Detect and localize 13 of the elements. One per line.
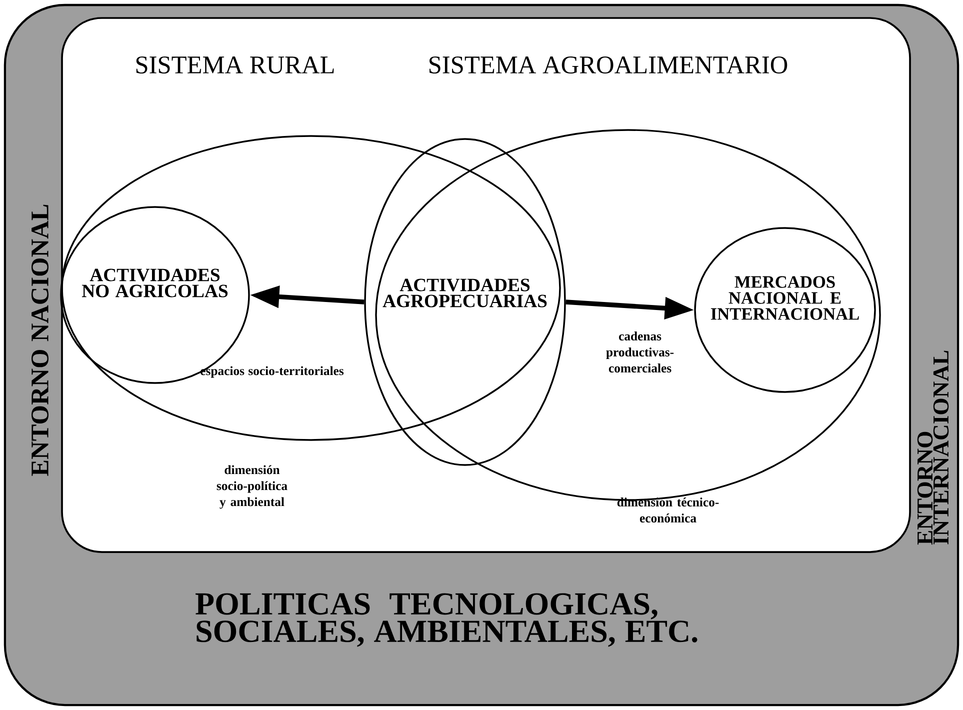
region-label: espacios socio-territoriales: [200, 366, 344, 378]
circle-label: MERCADOS NACIONAL E INTERNACIONAL: [710, 276, 859, 320]
system-title: SISTEMA RURAL: [136, 56, 334, 74]
policy-heading: POLITICAS TECNOLOGICAS, SOCIALES, AMBIENTALES, ETC.: [196, 593, 698, 647]
panel-background: [61, 17, 911, 553]
frame-label: ENTORNO INTERNACIONAL: [917, 350, 949, 545]
circle-label: ACTIVIDADES NO AGRICOLAS: [82, 268, 228, 298]
region-label: cadenas productivas-comerciales: [606, 332, 674, 372]
system-title: SISTEMA AGROALIMENTARIO: [430, 56, 788, 74]
dimension-label: dimensión técnico-económica: [617, 498, 719, 522]
circle-label: ACTIVIDADES AGROPECUARIAS: [382, 278, 547, 308]
frame-label: ENTORNO NACIONAL: [32, 204, 49, 476]
dimension-label: dimensión socio-política y ambiental: [216, 465, 288, 509]
